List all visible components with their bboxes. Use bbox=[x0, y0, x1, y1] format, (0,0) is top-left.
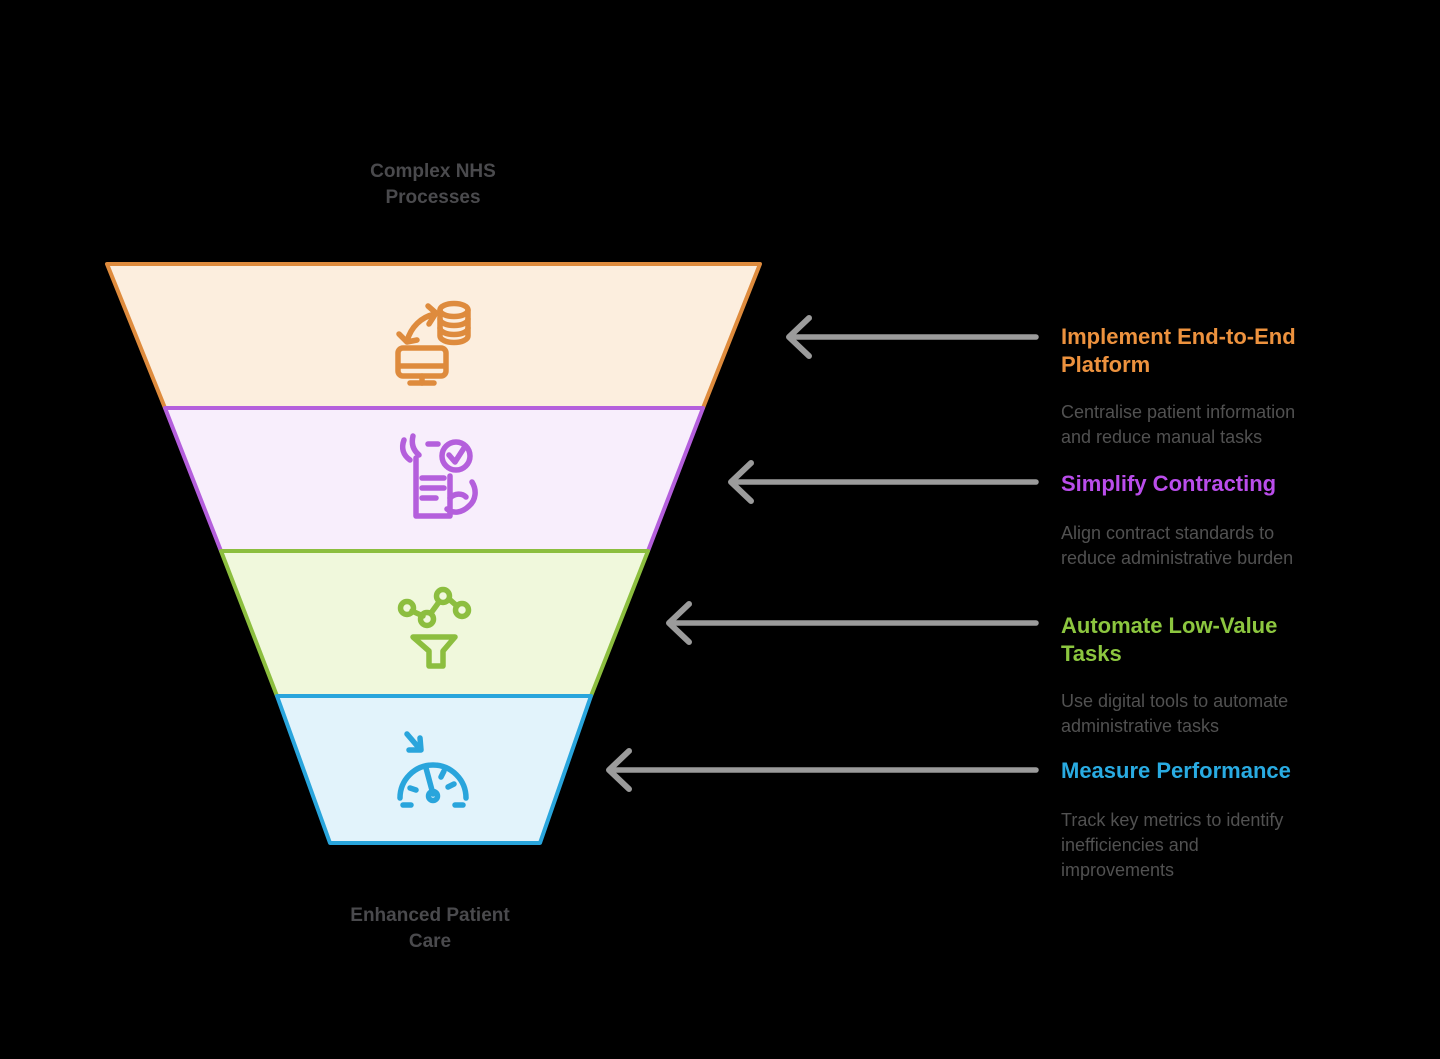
arrow-to-level-2 bbox=[728, 460, 1039, 504]
level-1-description: Centralise patient information and reduc… bbox=[1061, 402, 1296, 447]
funnel-bottom-label: Enhanced Patient Care bbox=[350, 905, 510, 952]
level-1-heading: Implement End-to-End Platform bbox=[1061, 324, 1296, 377]
gauge-arrow-icon bbox=[392, 728, 474, 814]
level-4-description: Track key metrics to identify inefficien… bbox=[1061, 810, 1284, 880]
level-2-description: Align contract standards to reduce admin… bbox=[1061, 523, 1294, 568]
funnel-top-label: Complex NHS Processes bbox=[370, 161, 496, 208]
contract-check-hands-icon bbox=[392, 432, 478, 532]
funnel-level-4-shape bbox=[275, 694, 593, 845]
pointer-arrows bbox=[606, 315, 1039, 792]
network-funnel-icon bbox=[396, 585, 472, 671]
arrow-to-level-3 bbox=[666, 601, 1039, 645]
level-3-heading: Automate Low-Value Tasks bbox=[1061, 613, 1278, 666]
arrow-to-level-1 bbox=[786, 315, 1039, 359]
level-3-description: Use digital tools to automate administra… bbox=[1061, 691, 1289, 736]
arrow-to-level-4 bbox=[606, 748, 1039, 792]
level-4-heading: Measure Performance bbox=[1061, 758, 1291, 783]
level-2-heading: Simplify Contracting bbox=[1061, 471, 1277, 496]
monitor-database-sync-icon bbox=[392, 298, 474, 386]
